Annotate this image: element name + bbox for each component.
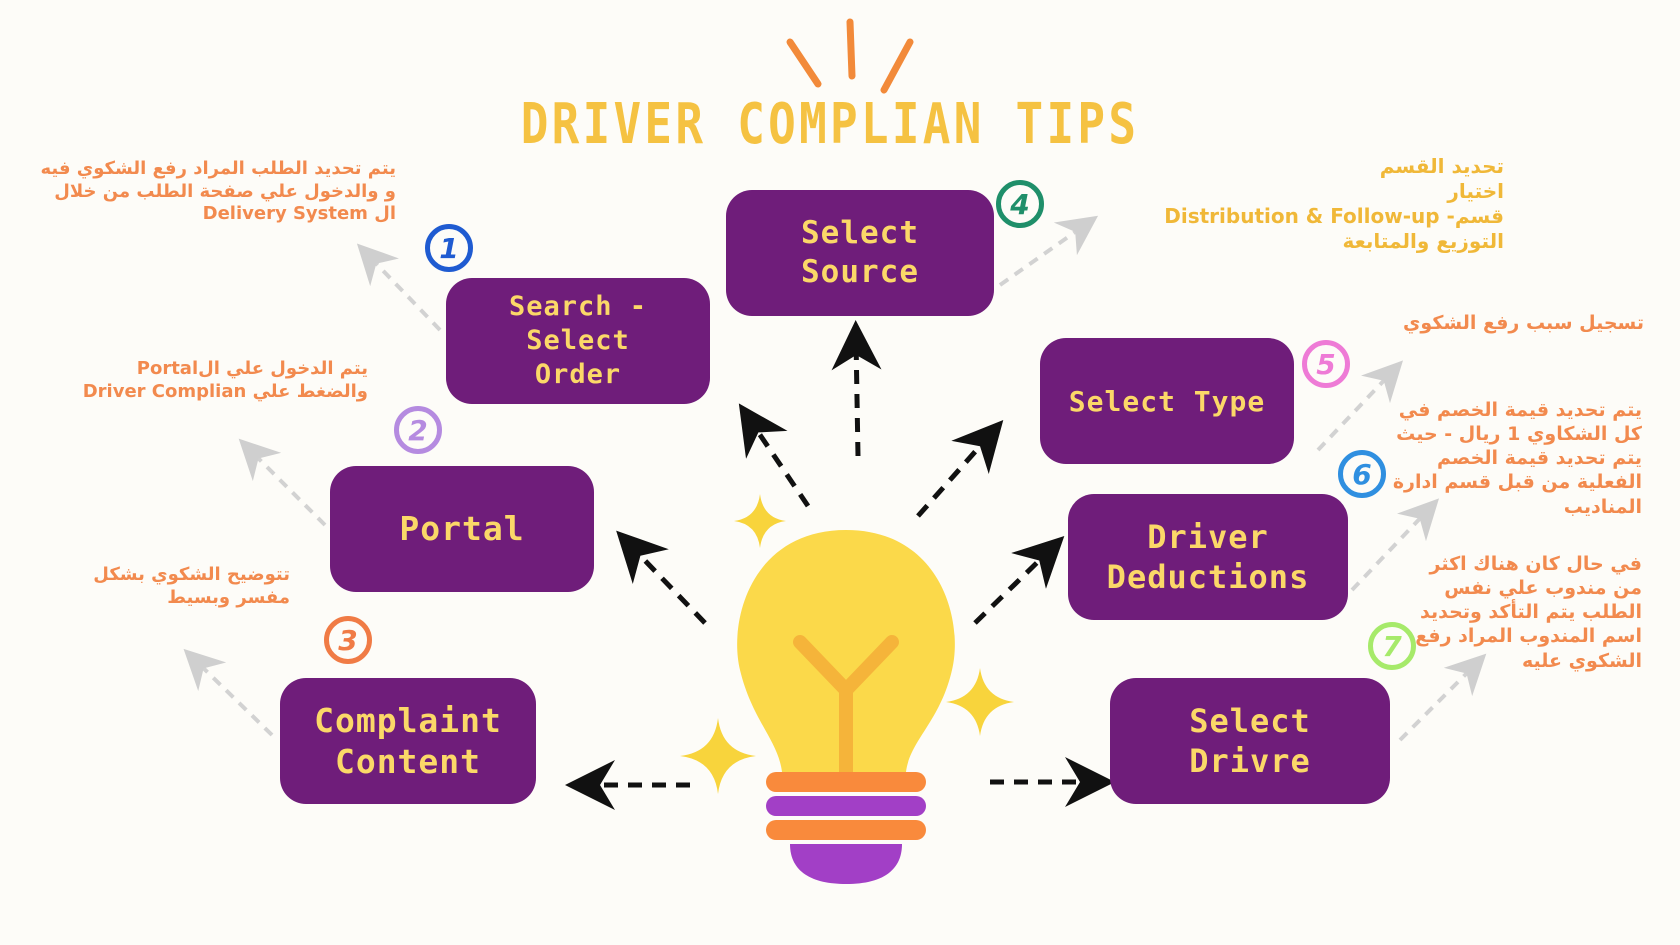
step-label: Select Source xyxy=(801,215,919,290)
step-box-search-select-order: Search - Select Order xyxy=(446,278,710,404)
note-step-4: تحديد القسم اختيار قسم- Distribution & F… xyxy=(1164,154,1504,253)
step-box-select-type: Select Type xyxy=(1040,338,1294,464)
step-label: Complaint Content xyxy=(314,700,502,781)
lightbulb-icon xyxy=(737,530,955,884)
sparkle-left xyxy=(680,718,756,794)
arrow-to-driver-deductions xyxy=(973,536,1065,625)
step-number-badge-7: 7 xyxy=(1368,622,1416,670)
note-step-5: تسجيل سبب رفع الشكوي xyxy=(1403,312,1644,334)
step-number-badge-4: 4 xyxy=(996,180,1044,228)
step-number-badge-1: 1 xyxy=(425,224,473,272)
step-box-select-drivre: Select Drivre xyxy=(1110,678,1390,804)
page-title: DRIVER COMPLIAN TIPS xyxy=(520,92,1140,157)
arrow-to-select-type xyxy=(916,420,1004,518)
step-box-complaint-content: Complaint Content xyxy=(280,678,536,804)
step-box-driver-deductions: Driver Deductions xyxy=(1068,494,1348,620)
step-label: Portal xyxy=(399,509,525,549)
arrow-to-select-source xyxy=(831,320,882,457)
grey-arrows xyxy=(183,215,1487,742)
note-step-2: يتم الدخول علي الPortal والضغط علي Drive… xyxy=(82,358,368,402)
step-label: Search - Select Order xyxy=(508,291,648,390)
note-step-7: في حال كان هناك اكثر من مندوب علي نفس ال… xyxy=(1415,553,1642,672)
black-arrows xyxy=(565,320,1115,810)
arrow-to-search-order xyxy=(738,403,811,508)
step-box-portal: Portal xyxy=(330,466,594,592)
step-number-badge-2: 2 xyxy=(394,406,442,454)
sparkle-top xyxy=(734,494,786,548)
title-rays xyxy=(786,18,914,94)
step-label: Select Type xyxy=(1068,384,1266,418)
arrow-to-portal xyxy=(616,530,707,625)
step-number-badge-6: 6 xyxy=(1338,450,1386,498)
sparkles xyxy=(680,494,1014,794)
step-box-select-source: Select Source xyxy=(726,190,994,316)
sparkle-right xyxy=(946,668,1014,736)
step-number-badge-3: 3 xyxy=(324,616,372,664)
step-label: Select Drivre xyxy=(1189,702,1311,780)
step-number-badge-5: 5 xyxy=(1302,340,1350,388)
note-step-3: تتوضيح الشكوي بشكل مفسر وبسيط xyxy=(93,564,290,608)
note-step-1: يتم تحديد الطلب المراد رفع الشكوي فيه و … xyxy=(40,158,396,224)
note-step-6: يتم تحديد قيمة الخصم في كل الشكاوي 1 ريا… xyxy=(1392,399,1642,518)
step-label: Driver Deductions xyxy=(1106,518,1310,596)
